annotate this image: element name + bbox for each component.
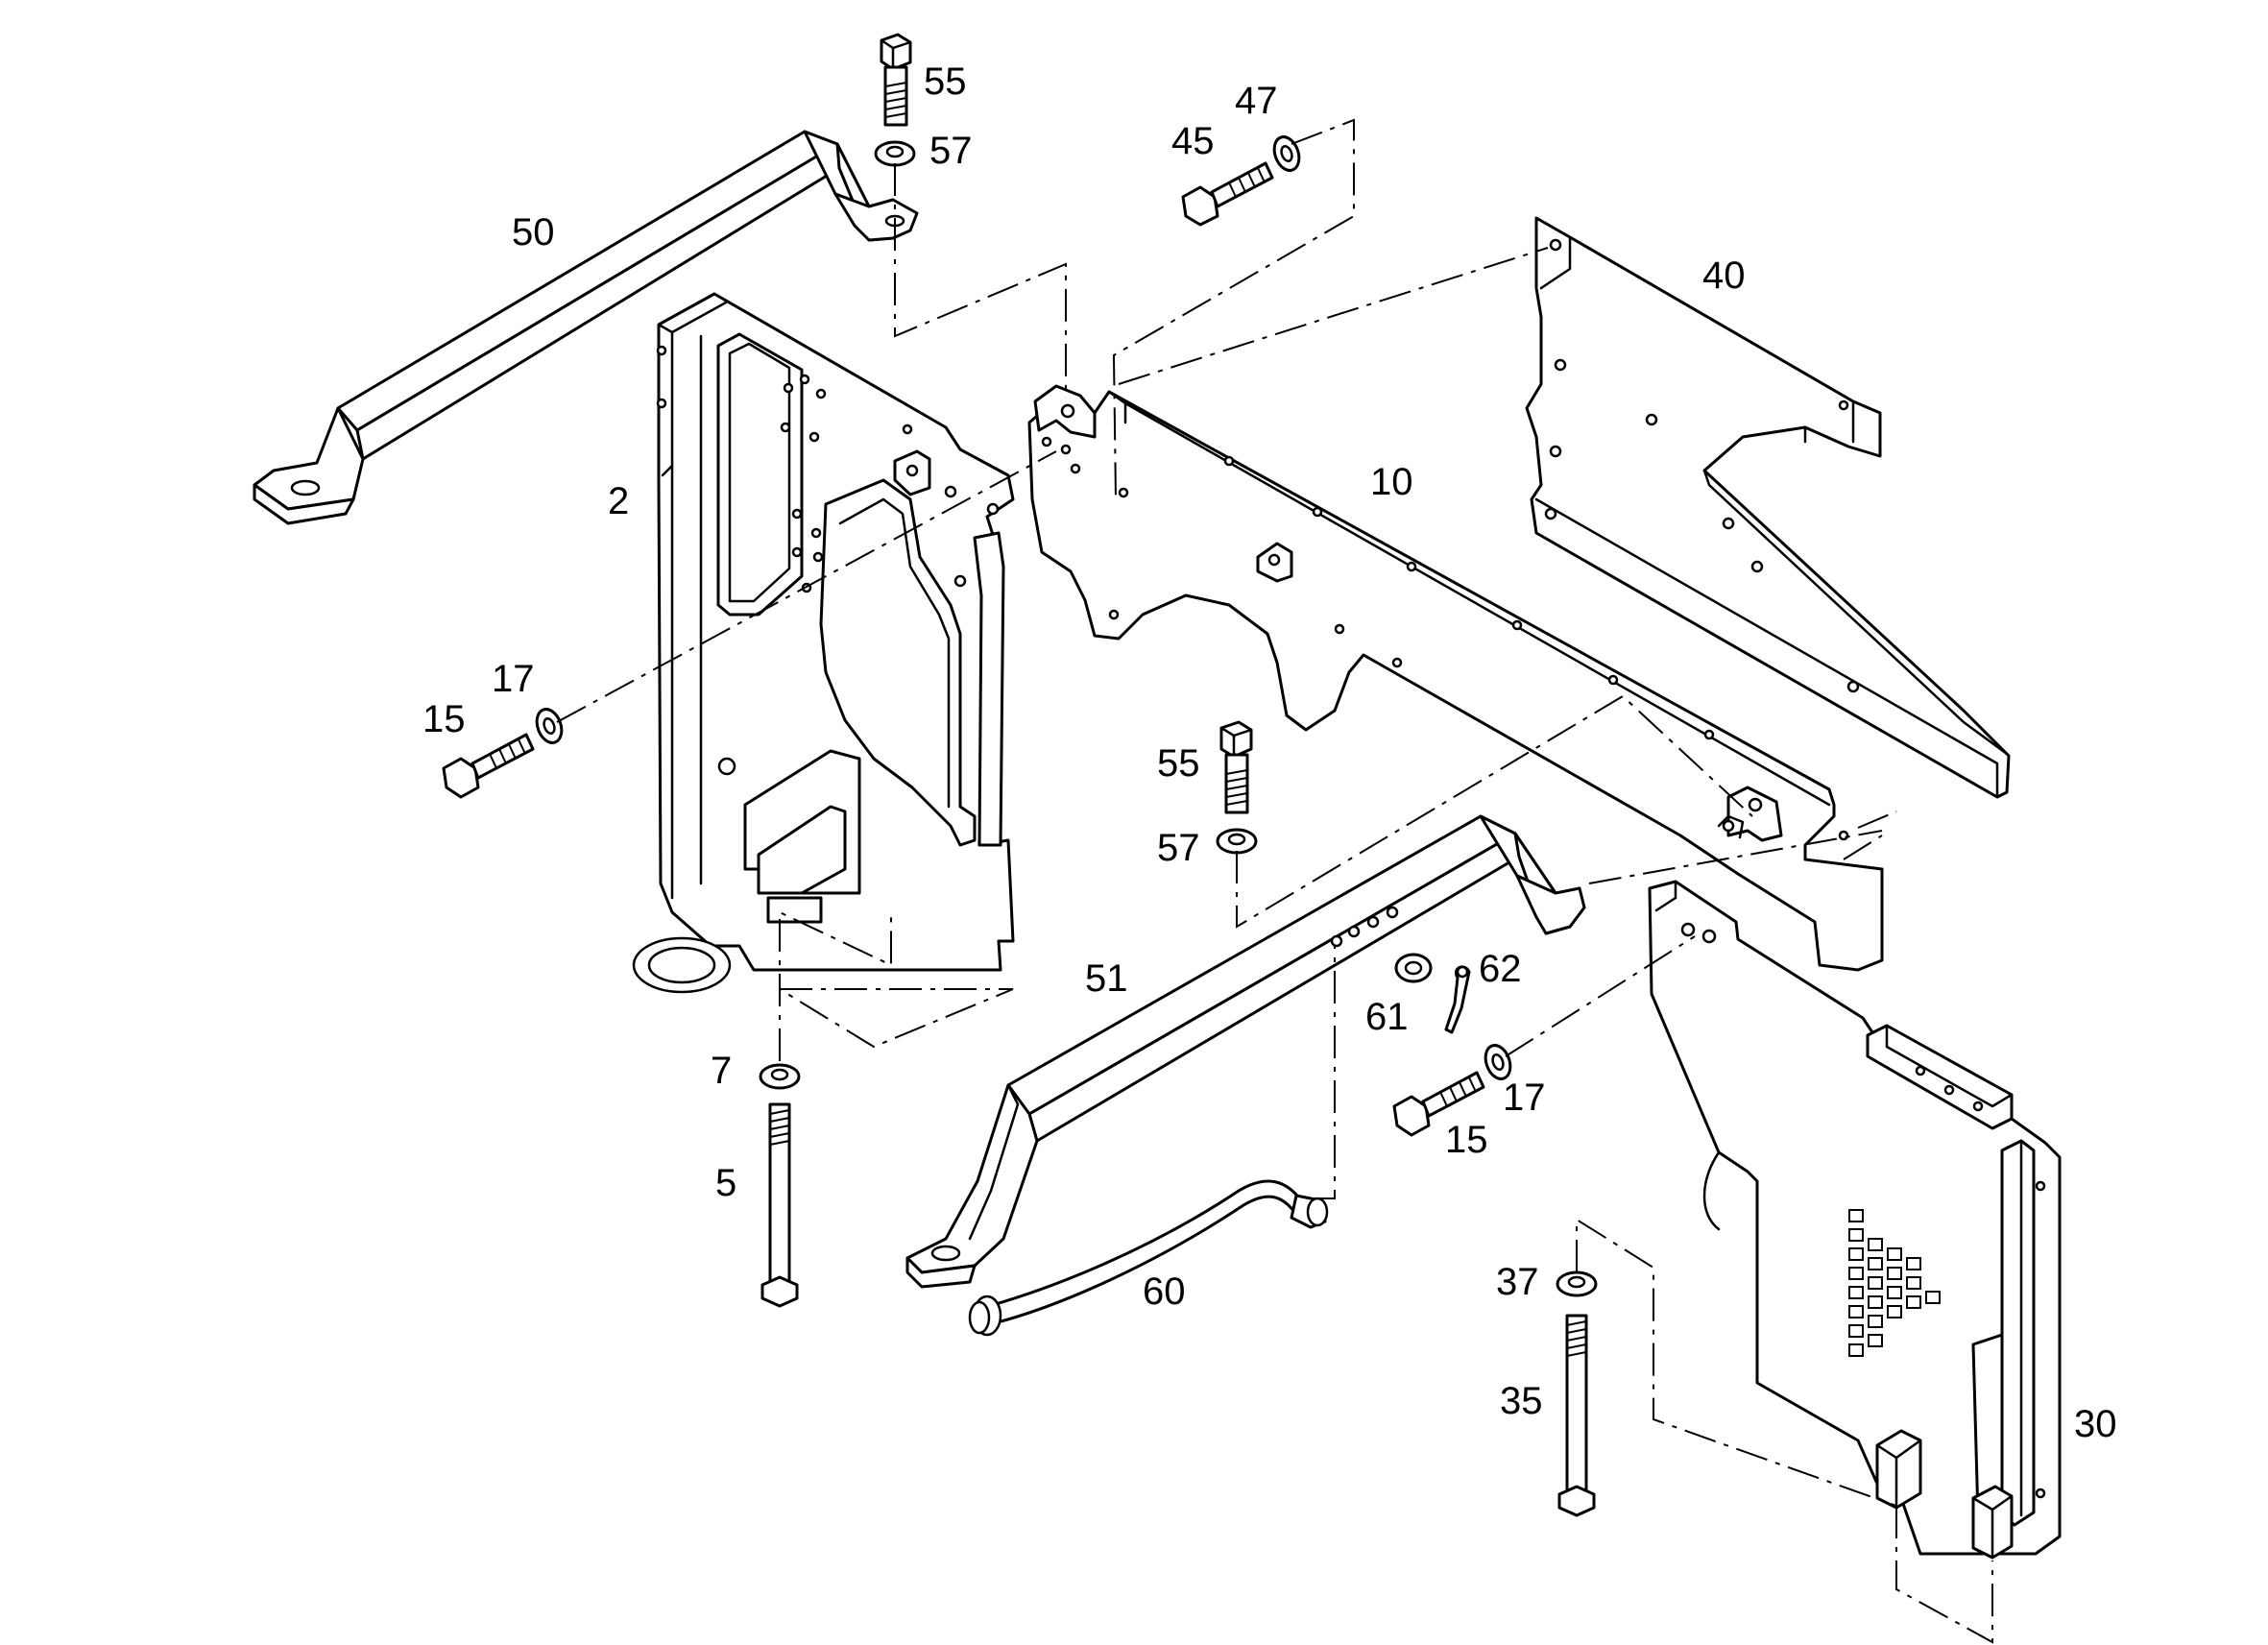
washer-17-right	[1484, 1044, 1512, 1080]
bolt-55-middle	[1219, 720, 1253, 814]
callout-40: 40	[1702, 254, 1746, 297]
bolt-15-left	[442, 733, 535, 799]
callout-62: 62	[1479, 948, 1522, 990]
callout-35: 35	[1500, 1380, 1543, 1422]
part-50-upper-brace	[253, 130, 919, 525]
part-51-lower-brace	[905, 814, 1586, 1289]
bolt-55-top	[880, 33, 912, 127]
callout-55-top: 55	[924, 60, 967, 103]
callout-37: 37	[1496, 1261, 1539, 1303]
washer-37	[1556, 1270, 1598, 1297]
callout-45: 45	[1171, 120, 1215, 162]
washer-57-top	[874, 140, 916, 167]
callout-50: 50	[512, 211, 555, 254]
callout-10: 10	[1370, 461, 1413, 503]
washer-17-left	[535, 708, 564, 744]
part-30-right-side-plate	[1648, 880, 2062, 1560]
callout-55-middle: 55	[1157, 742, 1200, 785]
bolt-15-right	[1392, 1071, 1485, 1137]
callout-17-left: 17	[492, 658, 535, 700]
pin-62	[1444, 965, 1471, 1034]
callout-47: 47	[1235, 80, 1278, 122]
callout-57-top: 57	[929, 130, 973, 172]
callout-5: 5	[715, 1162, 736, 1204]
washer-7	[759, 1063, 801, 1090]
washer-47	[1272, 135, 1301, 172]
callout-2: 2	[608, 480, 629, 522]
callout-15-right: 15	[1445, 1119, 1488, 1161]
bolt-5	[760, 1102, 799, 1308]
callout-30: 30	[2074, 1403, 2117, 1445]
callout-51: 51	[1085, 957, 1128, 1000]
callout-7: 7	[711, 1050, 732, 1092]
callout-15-left: 15	[422, 698, 466, 740]
part-40-right-bracket	[1525, 216, 2011, 799]
louver-grid	[1848, 1209, 1941, 1357]
assembly-lines	[556, 118, 1993, 1644]
bolt-35	[1557, 1314, 1596, 1517]
bolt-45	[1181, 161, 1274, 227]
callout-61: 61	[1365, 996, 1409, 1038]
callout-60: 60	[1143, 1270, 1186, 1313]
callout-57-middle: 57	[1157, 827, 1200, 869]
part-10-cross-member	[1027, 384, 1884, 972]
washer-57-middle	[1216, 828, 1258, 855]
part-60-tube	[968, 1179, 1329, 1337]
part-2-left-side-plate	[632, 292, 1015, 994]
callout-labels: 55 57 47 45 50 40 10 2 17 15 55 57 51 62…	[422, 60, 2117, 1445]
washer-61	[1394, 953, 1433, 983]
callout-17-right: 17	[1503, 1077, 1546, 1119]
